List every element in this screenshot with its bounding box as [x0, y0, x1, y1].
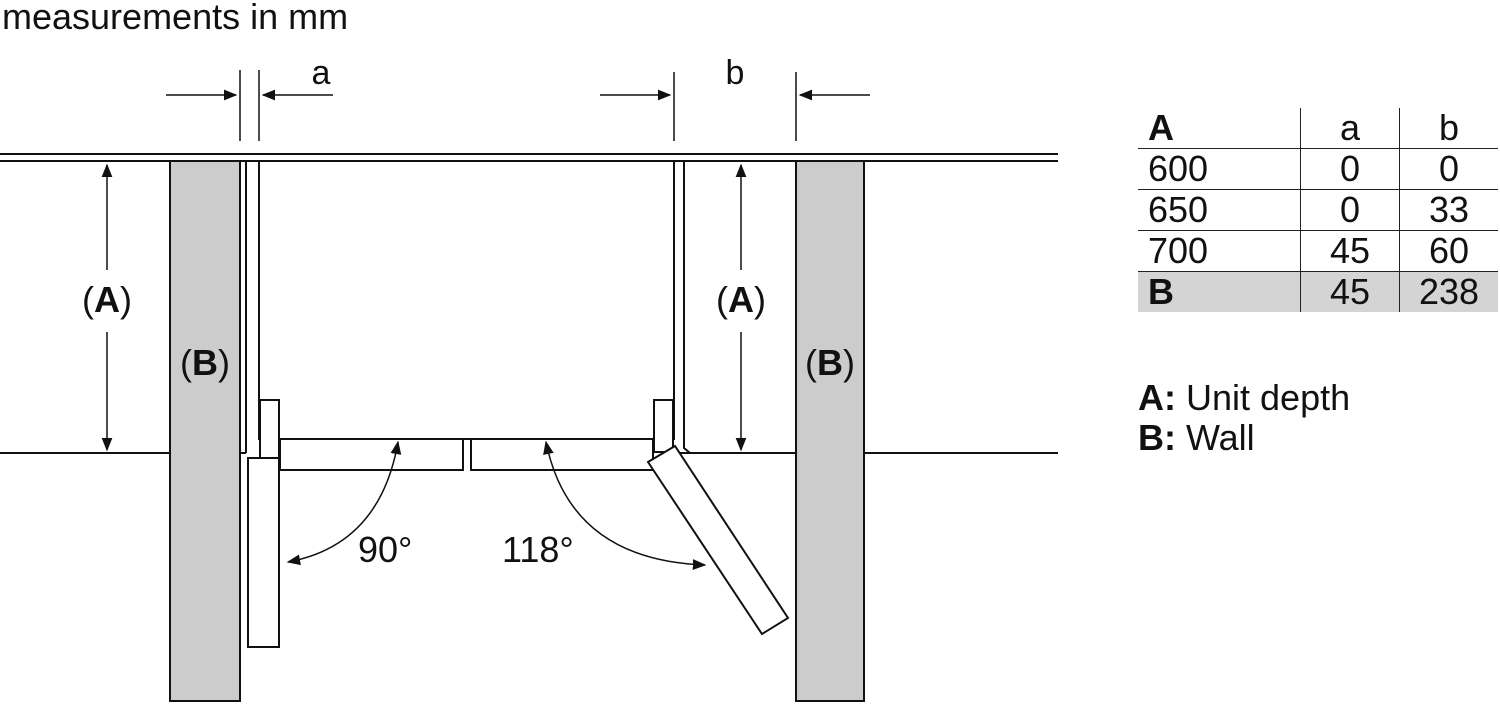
row-b: 60 [1399, 230, 1498, 272]
hinge-left [259, 399, 280, 459]
wall-label-left: (B) [180, 342, 230, 383]
appliance-body [258, 160, 675, 440]
legend-key-b: B: [1138, 417, 1176, 458]
angle-label-right: 118° [502, 529, 574, 570]
door-left-open [247, 457, 280, 648]
legend: A: Unit depth B: Wall [1138, 378, 1350, 458]
table-header-key: A [1148, 107, 1174, 148]
row-a: 45 [1300, 230, 1400, 272]
angle-arc-right [543, 440, 707, 570]
door-right-open [646, 444, 790, 636]
table-header-a: a [1300, 108, 1400, 149]
wall-right [795, 160, 865, 702]
legend-text-b: Wall [1176, 417, 1255, 458]
legend-key-a: A: [1138, 377, 1176, 418]
right-cabinet [683, 161, 691, 454]
hinge-right [653, 399, 674, 453]
row-a: 0 [1300, 189, 1400, 231]
countertop-edge [0, 153, 1058, 162]
wall-label-right: (B) [805, 342, 855, 383]
left-cabinet-side [240, 160, 247, 453]
installation-diagram: a b (A) (A) (B) (B) 90° 118° [0, 54, 1058, 702]
door-right-closed [470, 438, 654, 471]
table-header-row: A a b [1138, 108, 1498, 149]
wall-row-key: B [1148, 271, 1174, 312]
table-row: 700 45 60 [1138, 230, 1498, 272]
wall-row-a: 45 [1300, 271, 1400, 312]
diagram-caption: measurements in mm [2, 0, 349, 37]
gap-a-label: a [312, 54, 331, 92]
door-left-closed [279, 438, 464, 471]
row-b: 0 [1399, 148, 1498, 190]
wall-left [169, 160, 241, 702]
table-row: 650 0 33 [1138, 189, 1498, 231]
depth-label-left: (A) [82, 279, 132, 320]
wall-row-b: 238 [1399, 271, 1498, 312]
dimension-table: A a b 600 0 0 650 0 33 700 45 60 B 45 23… [1138, 108, 1498, 312]
depth-label-right: (A) [716, 279, 766, 320]
table-row: 600 0 0 [1138, 148, 1498, 190]
legend-text-a: Unit depth [1176, 377, 1351, 418]
row-key: 600 [1148, 148, 1209, 189]
dimension-extension-lines [239, 70, 797, 141]
table-wall-row: B 45 238 [1138, 271, 1498, 312]
row-key: 650 [1148, 189, 1209, 230]
angle-arc-left [286, 440, 402, 566]
gap-b-label: b [726, 54, 745, 92]
table-header-b: b [1399, 108, 1498, 149]
row-key: 700 [1148, 230, 1209, 271]
angle-label-left: 90° [358, 529, 412, 570]
row-b: 33 [1399, 189, 1498, 231]
legend-item-unit-depth: A: Unit depth [1138, 378, 1350, 418]
row-a: 0 [1300, 148, 1400, 190]
legend-item-wall: B: Wall [1138, 418, 1350, 458]
